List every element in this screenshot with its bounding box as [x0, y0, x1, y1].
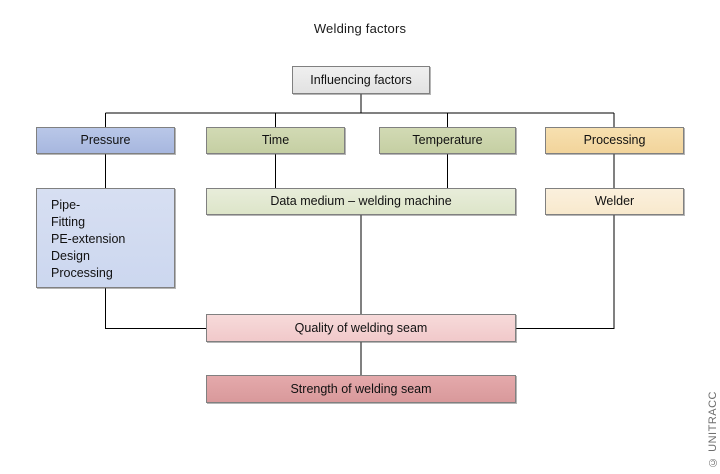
- node-data-medium-welding-machine[interactable]: Data medium – welding machine: [206, 188, 516, 215]
- node-influencing-factors[interactable]: Influencing factors: [292, 66, 430, 94]
- copyright-watermark: © UNITRACC: [707, 391, 719, 468]
- node-quality-of-welding-seam[interactable]: Quality of welding seam: [206, 314, 516, 342]
- node-welder[interactable]: Welder: [545, 188, 684, 215]
- figure-title: Welding factors: [313, 21, 407, 36]
- node-strength-of-welding-seam[interactable]: Strength of welding seam: [206, 375, 516, 403]
- node-processing[interactable]: Processing: [545, 127, 684, 154]
- factor-list-item: Design: [51, 249, 90, 263]
- factor-list-item: Processing: [51, 266, 113, 280]
- node-pressure-factor-list[interactable]: Pipe- Fitting PE-extension Design Proces…: [36, 188, 175, 288]
- node-temperature[interactable]: Temperature: [379, 127, 516, 154]
- factor-list-item: PE-extension: [51, 232, 126, 246]
- factor-list-item: Pipe-: [51, 198, 81, 212]
- factor-list-item: Fitting: [51, 215, 86, 229]
- node-pressure[interactable]: Pressure: [36, 127, 175, 154]
- node-time[interactable]: Time: [206, 127, 345, 154]
